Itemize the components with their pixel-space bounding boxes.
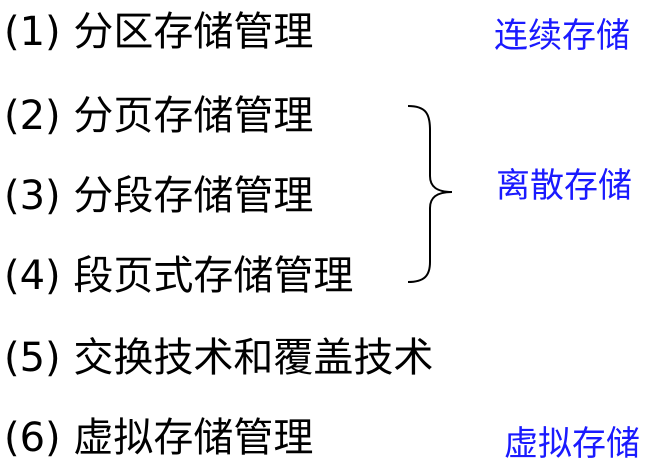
curly-brace [407, 105, 453, 283]
tag-continuous: 连续存储 [494, 16, 630, 56]
list-item-3: (3) 分段存储管理 [4, 173, 314, 219]
list-item-4: (4) 段页式存储管理 [4, 253, 354, 299]
list-item-5: (5) 交换技术和覆盖技术 [4, 335, 434, 381]
tag-virtual: 虚拟存储 [504, 424, 640, 464]
list-item-1: (1) 分区存储管理 [4, 9, 314, 55]
list-item-2: (2) 分页存储管理 [4, 93, 314, 139]
list-item-6: (6) 虚拟存储管理 [4, 415, 314, 461]
tag-discrete: 离散存储 [496, 166, 632, 206]
